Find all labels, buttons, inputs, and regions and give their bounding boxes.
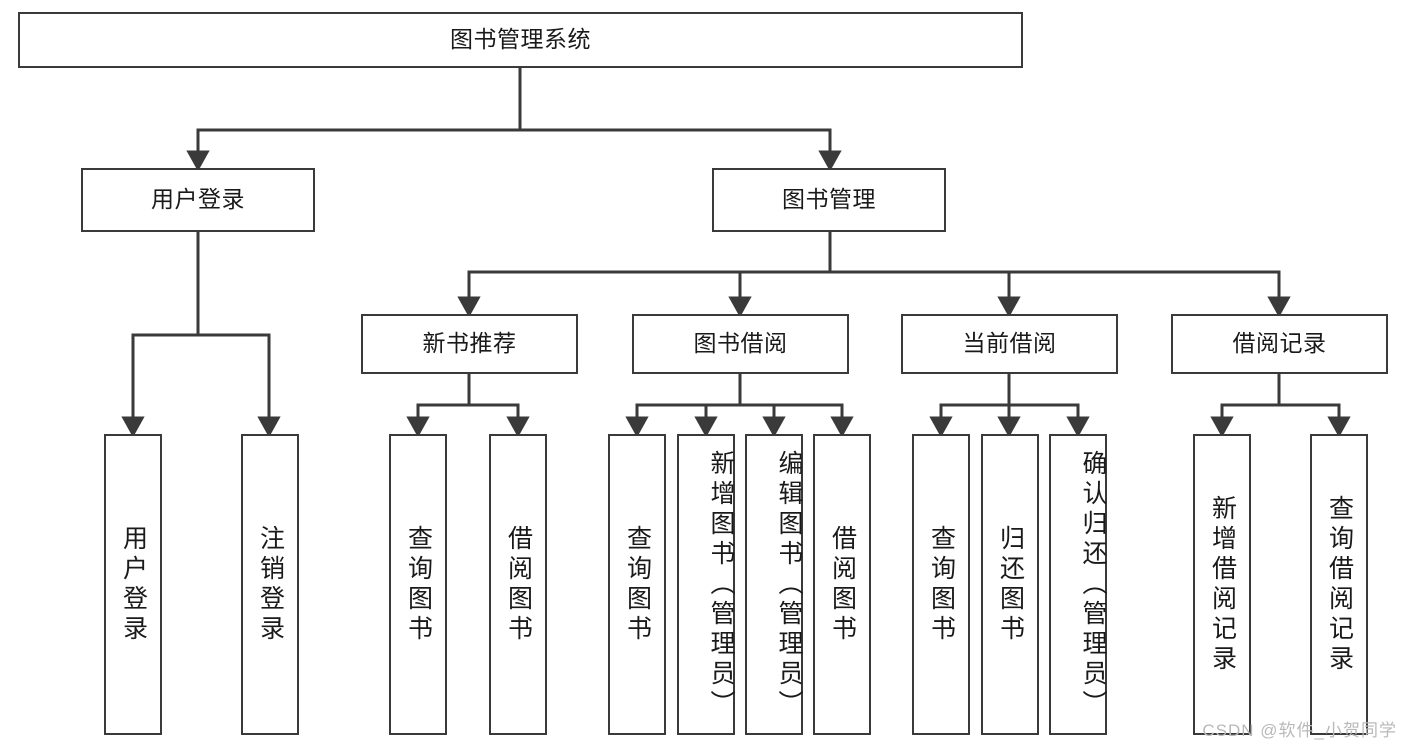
leaf-user-login[interactable]: 用户登录 — [104, 434, 162, 735]
leaf-label: 查询图书 — [927, 524, 956, 645]
node-book-management[interactable]: 图书管理 — [712, 168, 946, 232]
leaf-label: 新增借阅记录 — [1208, 494, 1237, 675]
leaf-bookborrow-add-book-admin[interactable]: 新增图书（管理员） — [677, 434, 735, 735]
node-borrow-record[interactable]: 借阅记录 — [1171, 314, 1388, 374]
leaf-label: 查询图书 — [404, 524, 433, 645]
leaf-newbook-query-book[interactable]: 查询图书 — [389, 434, 447, 735]
leaf-bookborrow-edit-book-admin[interactable]: 编辑图书（管理员） — [745, 434, 803, 735]
leaf-label: 查询借阅记录 — [1325, 494, 1354, 675]
leaf-currentborrow-confirm-return-admin[interactable]: 确认归还（管理员） — [1049, 434, 1107, 735]
node-current-borrow[interactable]: 当前借阅 — [901, 314, 1118, 374]
leaf-label: 注销登录 — [256, 524, 285, 645]
leaf-borrowrecord-add-record[interactable]: 新增借阅记录 — [1193, 434, 1251, 735]
leaf-label: 借阅图书 — [828, 524, 857, 645]
leaf-label: 新增图书（管理员） — [707, 449, 735, 720]
node-new-book-recommend[interactable]: 新书推荐 — [361, 314, 578, 374]
leaf-label: 用户登录 — [119, 524, 148, 645]
leaf-label: 查询图书 — [623, 524, 652, 645]
node-user-login[interactable]: 用户登录 — [81, 168, 315, 232]
node-root-system[interactable]: 图书管理系统 — [18, 12, 1023, 68]
leaf-label: 借阅图书 — [504, 524, 533, 645]
leaf-currentborrow-query-book[interactable]: 查询图书 — [912, 434, 970, 735]
leaf-newbook-borrow-book[interactable]: 借阅图书 — [489, 434, 547, 735]
leaf-user-logout[interactable]: 注销登录 — [241, 434, 299, 735]
leaf-bookborrow-borrow-book[interactable]: 借阅图书 — [813, 434, 871, 735]
leaf-currentborrow-return-book[interactable]: 归还图书 — [981, 434, 1039, 735]
leaf-borrowrecord-query-record[interactable]: 查询借阅记录 — [1310, 434, 1368, 735]
leaf-label: 归还图书 — [996, 524, 1025, 645]
leaf-label: 编辑图书（管理员） — [775, 449, 803, 720]
watermark-text: CSDN @软件_小贺同学 — [1202, 721, 1397, 740]
leaf-bookborrow-query-book[interactable]: 查询图书 — [608, 434, 666, 735]
node-book-borrow[interactable]: 图书借阅 — [632, 314, 849, 374]
leaf-label: 确认归还（管理员） — [1079, 449, 1107, 720]
